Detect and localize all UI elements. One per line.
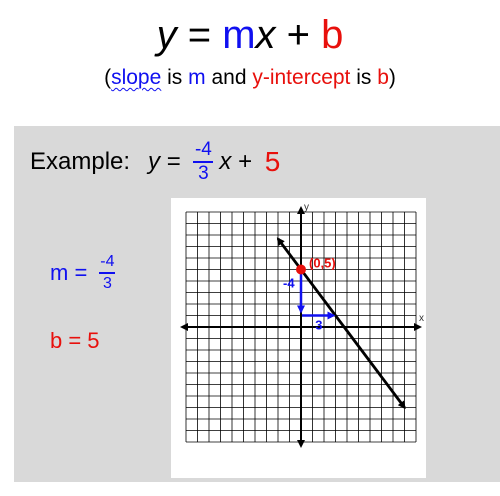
subtitle-is-1: is (161, 66, 189, 89)
equation-title: y = mx + b (0, 10, 500, 60)
example-fraction-bar (193, 161, 214, 163)
equation-line-path (276, 237, 406, 410)
m-numerator: -4 (100, 253, 115, 270)
example-slope-numerator: -4 (194, 139, 212, 160)
subtitle-open-paren: ( (104, 66, 112, 89)
subtitle-is-2: is (350, 66, 378, 89)
subtitle-and: and (205, 66, 253, 89)
example-equation: Example: y = -4 3 x + 5 (30, 138, 280, 186)
subtitle-close-paren: ) (388, 66, 396, 89)
example-equals: = (160, 148, 188, 175)
title-y: y (156, 13, 177, 57)
m-label: m = (50, 260, 94, 285)
graph-svg: x y (0,5) -4 3 (180, 202, 424, 448)
graph-labels: x y (0,5) -4 3 (283, 202, 424, 333)
title-x: x (255, 13, 276, 57)
example-slope-denominator: 3 (198, 163, 209, 184)
example-x: x (219, 148, 232, 175)
subtitle-y-intercept: y-intercept (252, 66, 351, 89)
intercept-label: (0,5) (309, 256, 336, 271)
m-value: m = -4 3 (50, 250, 121, 296)
example-plus: + (231, 148, 259, 175)
run-label: 3 (315, 318, 322, 333)
example-label: Example: (30, 148, 131, 175)
example-intercept: 5 (264, 146, 281, 177)
y-axis-label: y (304, 202, 309, 213)
subtitle-slope: slope (111, 66, 162, 89)
equation-line (276, 237, 406, 410)
intercept-point (296, 264, 306, 275)
example-y: y (148, 148, 161, 175)
title-equals: = (176, 13, 223, 57)
coordinate-graph: x y (0,5) -4 3 (171, 198, 426, 478)
axes (180, 206, 422, 448)
title-plus: + (275, 13, 322, 57)
slope-triangle (296, 264, 336, 320)
subtitle-m: m (188, 66, 206, 89)
title-b: b (321, 13, 344, 57)
b-value: b = 5 (50, 328, 100, 353)
rise-label: -4 (283, 276, 295, 291)
example-slope-fraction: -4 3 (193, 139, 214, 184)
subtitle-b: b (377, 66, 389, 89)
m-denominator: 3 (102, 275, 112, 292)
m-fraction-bar (99, 272, 116, 274)
title-m: m (222, 13, 256, 57)
m-fraction: -4 3 (99, 253, 116, 293)
equation-subtitle: (slope is m and y-intercept is b) (0, 64, 500, 92)
x-axis-label: x (419, 313, 424, 324)
